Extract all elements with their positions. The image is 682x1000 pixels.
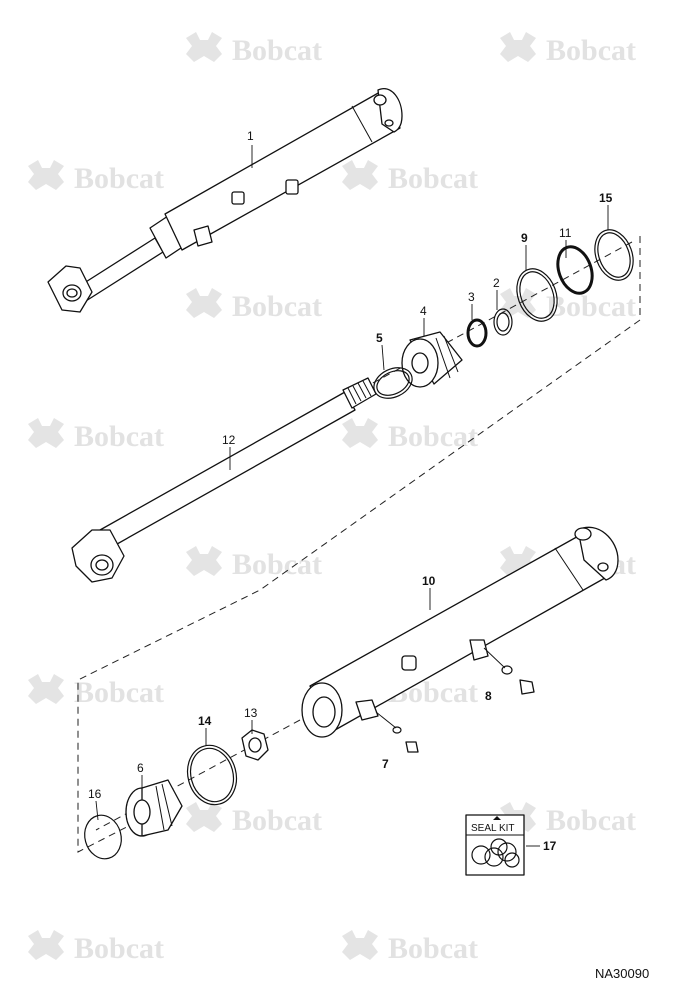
watermark-row-1: Bobcat Bobcat [186,32,636,67]
o-ring-15 [594,229,634,281]
callout-5: 5 [376,331,383,345]
o-ring-5 [373,367,413,399]
watermark-row-8: Bobcat Bobcat [28,930,478,965]
watermark-brand: Bobcat [232,34,322,67]
o-ring-11 [556,245,594,295]
watermark-brand: Bobcat [74,932,164,965]
complete-cylinder-assembly [47,88,403,313]
watermark-brand: Bobcat [74,162,164,195]
cylinder-barrel [301,526,619,738]
hex-nut-13 [241,729,269,761]
assembly-dashed-outline [77,236,641,853]
callout-4: 4 [420,304,427,318]
o-ring-16 [84,814,122,860]
piston-rod [71,377,377,583]
watermark-brand: Bobcat [546,290,636,323]
watermark-brand: Bobcat [232,804,322,837]
callout-6: 6 [137,761,144,775]
callout-15: 15 [599,191,613,205]
fitting-7 [375,711,419,753]
wear-ring-3 [466,318,488,348]
watermark-brand: Bobcat [546,34,636,67]
callout-8: 8 [485,689,492,703]
gland-6 [125,779,183,837]
piston [401,331,463,388]
callout-1: 1 [247,129,254,143]
leader-lines [95,145,609,847]
watermark-brand: Bobcat [546,804,636,837]
seal-kit-box: SEAL KIT [465,814,525,876]
watermark-brand: Bobcat [388,932,478,965]
watermark-brand: Bobcat [74,420,164,453]
seal-kit-rings-icon [471,838,520,868]
watermark-row-7: Bobcat Bobcat [186,802,636,837]
callout-11: 11 [559,226,572,240]
watermark-row-4: Bobcat Bobcat [28,418,478,453]
watermark-row-2: Bobcat Bobcat [28,160,478,195]
watermark-brand: Bobcat [388,420,478,453]
figure-code: NA30090 [595,966,649,981]
callout-14: 14 [198,714,212,728]
watermark-brand: Bobcat [232,290,322,323]
callout-2: 2 [493,276,500,290]
backup-ring-9 [516,268,558,322]
o-ring-14 [186,744,238,806]
callout-13: 13 [244,706,258,720]
fitting-8 [483,647,535,695]
seal-2 [493,308,513,336]
watermark-brand: Bobcat [74,676,164,709]
callout-16: 16 [88,787,102,801]
callout-12: 12 [222,433,236,447]
seal-kit-label: SEAL KIT [471,823,515,834]
callout-10: 10 [422,574,436,588]
callout-9: 9 [521,231,528,245]
watermark-brand: Bobcat [232,548,322,581]
callout-17: 17 [543,839,557,853]
watermark-row-3: Bobcat Bobcat [186,288,636,323]
callout-3: 3 [468,290,475,304]
callout-7: 7 [382,757,389,771]
watermark-brand: Bobcat [388,162,478,195]
